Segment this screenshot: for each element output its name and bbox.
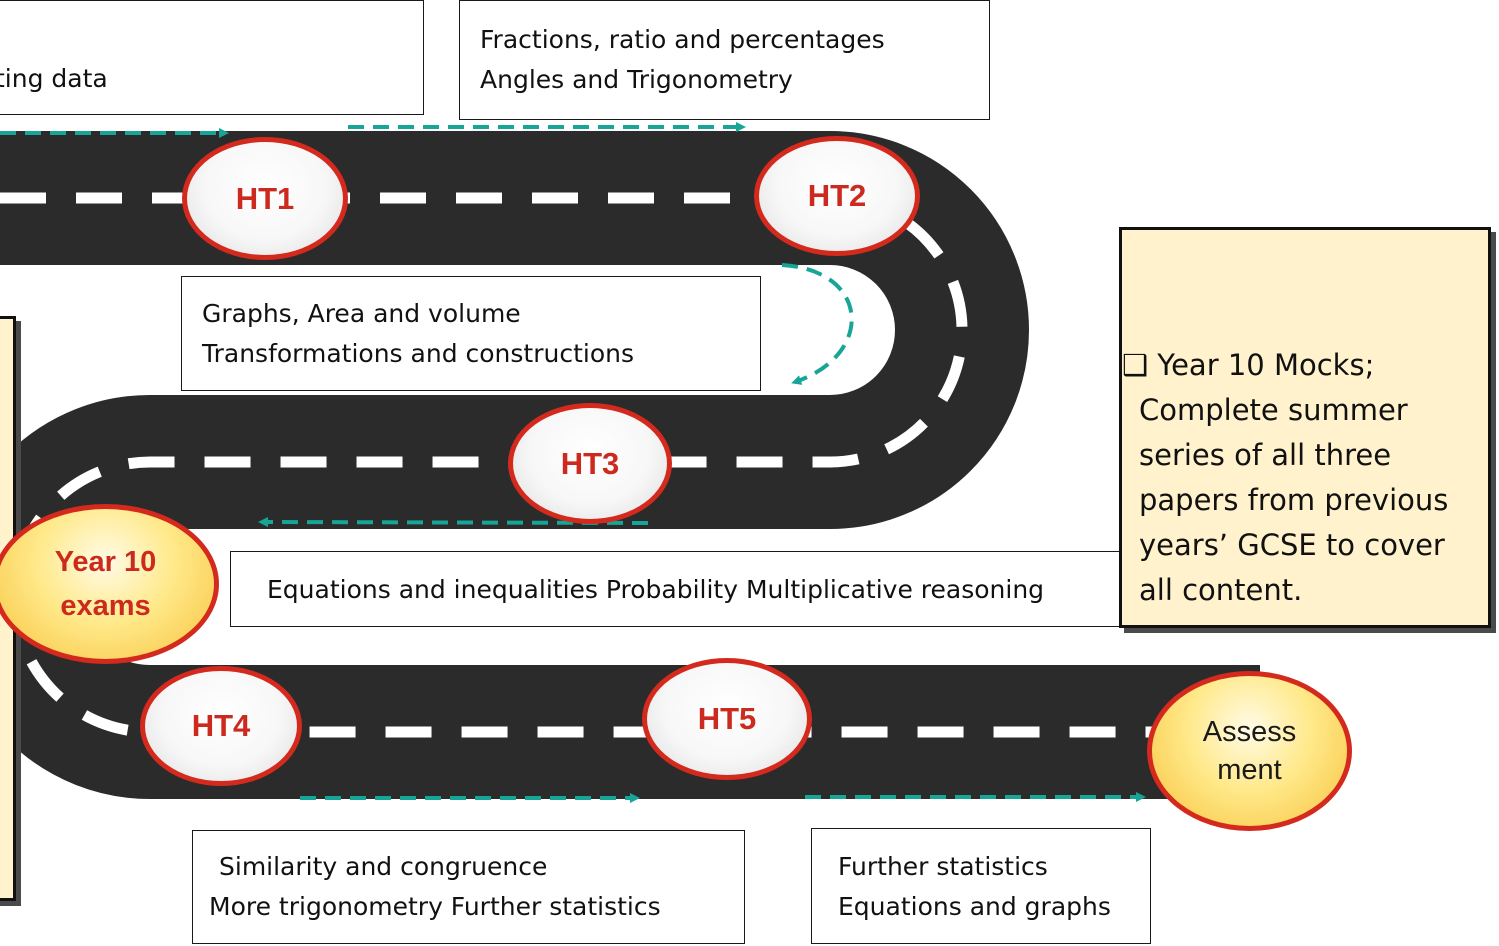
topic-box-ht3: Graphs, Area and volume Transformations …: [181, 276, 761, 391]
road-lane-markings: [0, 192, 1260, 738]
milestone-year-10-exams: Year 10 exams: [0, 504, 219, 664]
topic-line: Angles and Trigonometry: [480, 65, 793, 94]
topic-line: Graphs, Area and volume: [202, 299, 521, 328]
topic-line: Equations and inequalities Probability M…: [267, 575, 1045, 604]
milestone-ht5: HT5: [642, 658, 812, 780]
mock-note-line: Complete summer: [1139, 393, 1408, 427]
topic-box-top-left: ting data: [0, 0, 424, 115]
topic-box-ht4: Equations and inequalities Probability M…: [230, 551, 1130, 627]
milestone-ht1: HT1: [182, 137, 348, 260]
mock-note-line: all content.: [1139, 573, 1303, 607]
mock-note-line: years’ GCSE to cover: [1139, 528, 1445, 562]
topic-line: Fractions, ratio and percentages: [480, 25, 885, 54]
topic-line: Transformations and constructions: [202, 339, 635, 368]
topic-line: Similarity and congruence: [219, 852, 548, 881]
milestone-assessment: Assess ment: [1147, 671, 1352, 831]
topic-line: More trigonometry Further statistics: [209, 892, 661, 921]
topic-box-ht2: Fractions, ratio and percentages Angles …: [459, 0, 990, 120]
topic-box-ht6: Further statistics Equations and graphs: [811, 828, 1151, 944]
topic-line: ting data: [0, 64, 108, 93]
milestone-ht2: HT2: [754, 136, 920, 256]
mock-note-line: ❑ Year 10 Mocks;: [1122, 348, 1375, 382]
checkbox-icon: ❑: [1122, 348, 1148, 382]
topic-box-ht5: Similarity and congruence More trigonome…: [192, 830, 745, 944]
mock-note-line: series of all three: [1139, 438, 1392, 472]
milestone-ht4: HT4: [140, 666, 302, 786]
mock-note-line: papers from previous: [1139, 483, 1449, 517]
mock-exam-note: ❑ Year 10 Mocks; Complete summer series …: [1119, 227, 1491, 628]
arrow-ht2-curve: [781, 263, 854, 385]
topic-line: Equations and graphs: [838, 892, 1111, 921]
topic-line: Further statistics: [838, 852, 1048, 881]
milestone-ht3: HT3: [508, 403, 672, 524]
